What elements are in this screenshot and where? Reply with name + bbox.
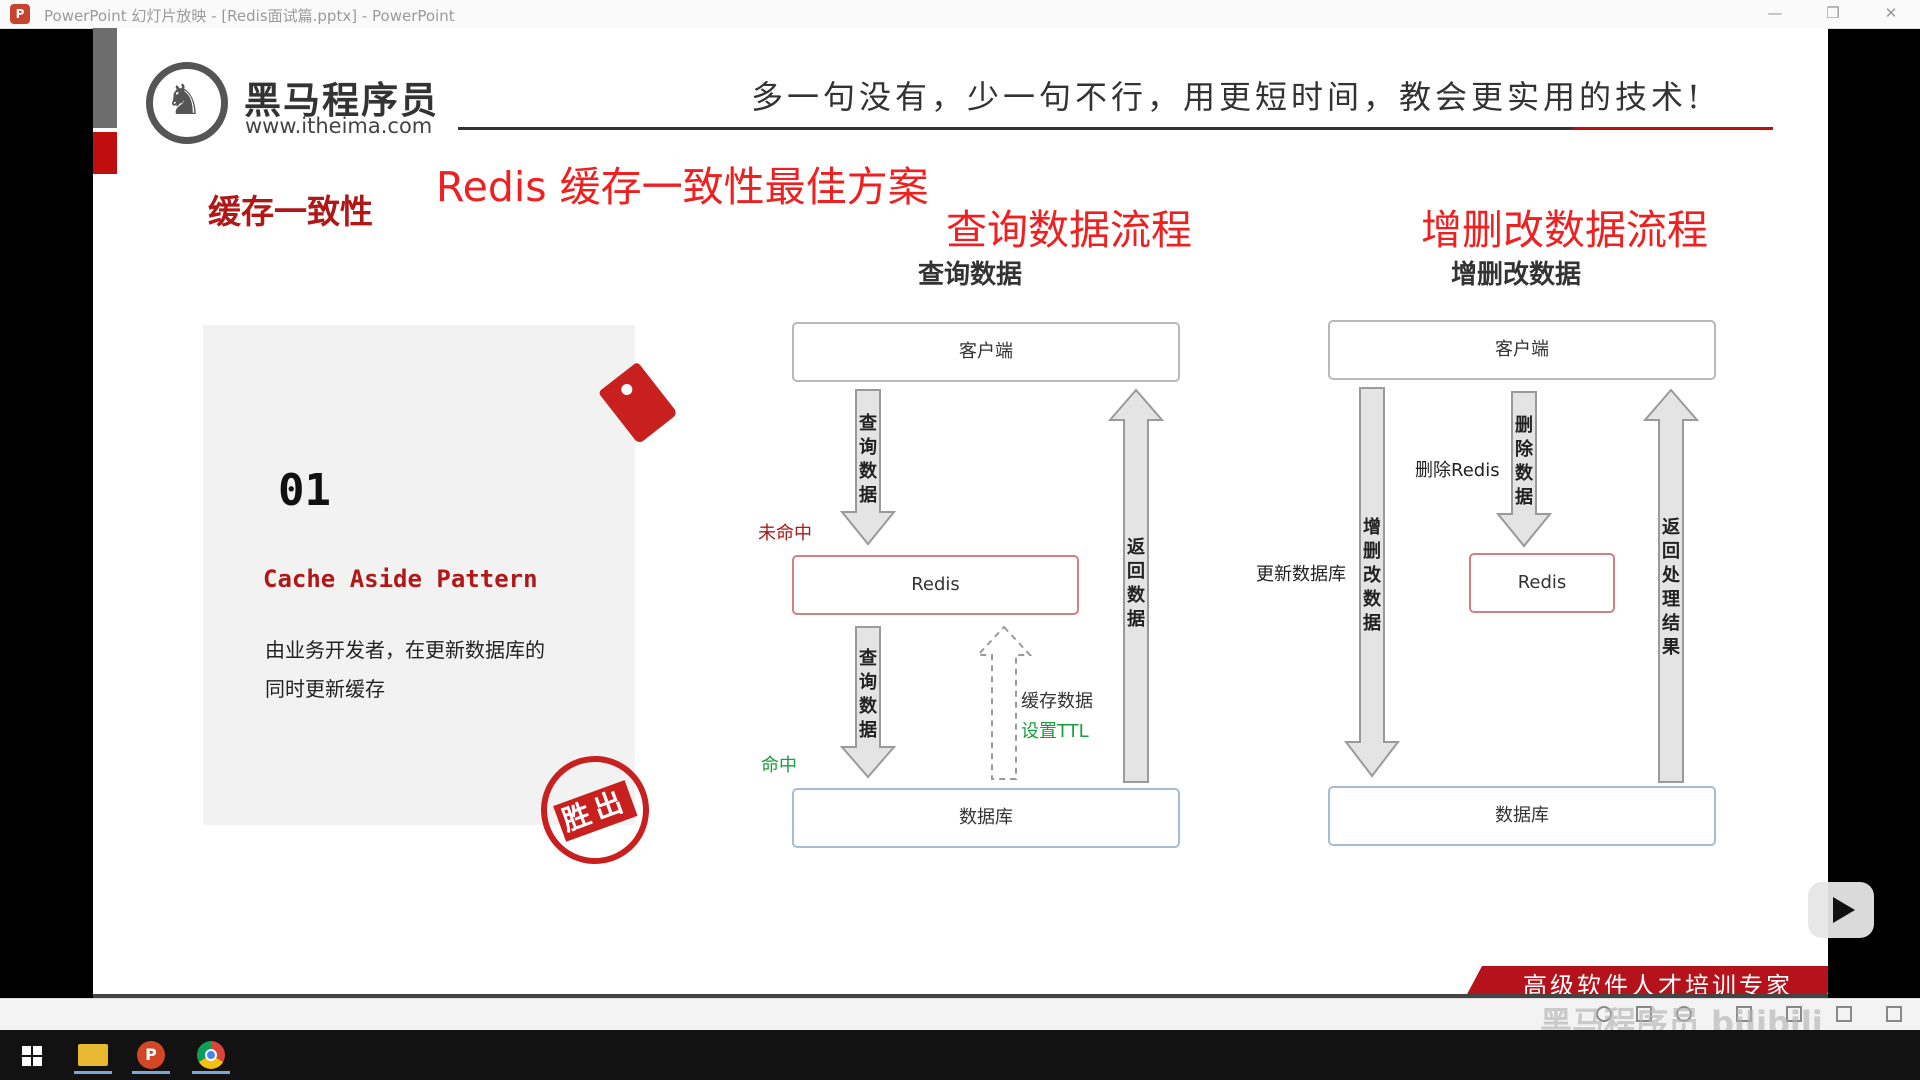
query-return-label: 返回数据 [1127, 537, 1145, 630]
update-return-label: 返回处理结果 [1662, 517, 1680, 658]
update-return-up-arrow [1643, 388, 1699, 783]
file-explorer-icon[interactable] [70, 1036, 116, 1074]
update-client-box: 客户端 [1328, 320, 1716, 380]
grid-view-icon[interactable] [1786, 1006, 1802, 1022]
chrome-icon[interactable] [188, 1036, 234, 1074]
update-down-arrow [1344, 387, 1400, 778]
minimize-button[interactable]: — [1767, 4, 1783, 22]
update-db-label: 更新数据库 [1256, 564, 1346, 585]
query-arrow-label-2: 查询数据 [859, 648, 877, 741]
cache-data-label: 缓存数据 [1021, 691, 1093, 712]
delete-redis-label: 删除Redis [1415, 460, 1500, 481]
query-return-up-arrow [1108, 388, 1164, 783]
card-description: 由业务开发者，在更新数据库的 同时更新缓存 [265, 631, 595, 709]
slogan: 多一句没有，少一句不行，用更短时间，教会更实用的技术! [751, 78, 1704, 116]
query-arrow-label-1: 查询数据 [859, 413, 877, 506]
footer-line [93, 994, 1828, 998]
powerpoint-icon: P [10, 4, 30, 24]
update-diagram-title: 增删改数据 [1451, 260, 1582, 290]
window-title: PowerPoint 幻灯片放映 - [Redis面试篇.pptx] - Pow… [44, 7, 455, 25]
logo-text: 黑马程序员 [244, 79, 439, 122]
pointer-options-icon[interactable] [1596, 1006, 1612, 1022]
play-icon [1833, 897, 1855, 923]
slide-title: Redis 缓存一致性最佳方案 [436, 163, 929, 211]
normal-view-icon[interactable] [1736, 1006, 1752, 1022]
restore-button[interactable]: ❐ [1826, 4, 1840, 22]
slogan-divider-accent [1573, 127, 1773, 130]
card-subtitle: Cache Aside Pattern [263, 565, 538, 593]
query-redis-box: Redis [792, 555, 1079, 615]
stamp-text: 胜出 [553, 780, 638, 842]
update-flow-heading: 增删改数据流程 [1421, 206, 1708, 254]
delete-redis-down-arrow [1496, 391, 1552, 548]
card-desc-line: 同时更新缓存 [265, 677, 385, 701]
logo-horse-icon: ♞ [146, 62, 228, 144]
pen-icon[interactable] [1636, 1006, 1652, 1022]
zoom-icon[interactable] [1676, 1006, 1692, 1022]
close-button[interactable]: ✕ [1884, 4, 1898, 22]
slideshow-view-icon[interactable] [1886, 1006, 1902, 1022]
logo-url: www.itheima.com [245, 114, 433, 138]
cache-hit-label: 命中 [761, 755, 797, 776]
query-client-box: 客户端 [792, 322, 1180, 382]
cache-write-dashed-arrow [976, 625, 1032, 780]
query-down-arrow-1 [840, 389, 896, 546]
reading-view-icon[interactable] [1836, 1006, 1852, 1022]
query-diagram-title: 查询数据 [918, 260, 1023, 290]
powerpoint-taskbar-icon[interactable]: P [128, 1036, 174, 1074]
query-database-box: 数据库 [792, 788, 1180, 848]
window-titlebar: P PowerPoint 幻灯片放映 - [Redis面试篇.pptx] - P… [0, 0, 1920, 29]
update-database-box: 数据库 [1328, 786, 1716, 846]
slide: ♞ 黑马程序员 www.itheima.com 多一句没有，少一句不行，用更短时… [93, 28, 1828, 998]
footer-banner-text: 高级软件人才培训专家 [1523, 972, 1793, 998]
update-redis-box: Redis [1469, 553, 1615, 613]
delete-arrow-label: 删除数据 [1515, 415, 1533, 508]
slideshow-statusbar [0, 998, 1920, 1031]
ttl-label: 设置TTL [1021, 721, 1089, 742]
slide-accent-bar [93, 28, 117, 128]
card-desc-line: 由业务开发者，在更新数据库的 [265, 638, 545, 662]
slogan-divider [458, 127, 1773, 130]
query-down-arrow-2 [840, 626, 896, 779]
horse-icon: ♞ [165, 75, 203, 124]
windows-taskbar: P [0, 1030, 1920, 1080]
cache-miss-label: 未命中 [758, 523, 812, 544]
tag-hole [619, 381, 635, 398]
windows-start-icon[interactable] [8, 1036, 54, 1074]
card-number: 01 [278, 465, 331, 516]
pattern-card [203, 325, 635, 825]
video-play-button[interactable] [1808, 882, 1874, 938]
query-flow-heading: 查询数据流程 [946, 206, 1192, 254]
slide-accent-bar-red [93, 132, 117, 174]
update-arrow-label: 增删改数据 [1363, 517, 1381, 634]
section-title: 缓存一致性 [208, 192, 373, 231]
